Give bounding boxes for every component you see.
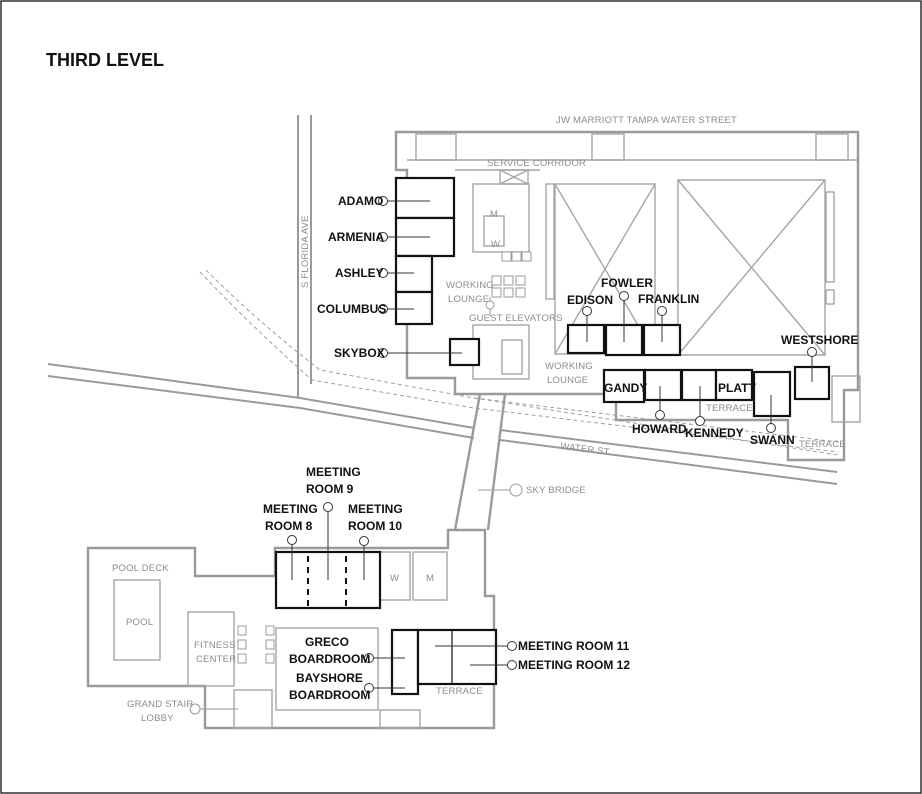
street-florida-label: S FLORIDA AVE — [300, 215, 311, 288]
svg-text:KENNEDY: KENNEDY — [685, 426, 744, 440]
svg-text:MEETING: MEETING — [348, 502, 403, 516]
area-labels: JW MARRIOTT TAMPA WATER STREET S FLORIDA… — [112, 115, 846, 724]
svg-text:COLUMBUS: COLUMBUS — [317, 302, 386, 316]
svg-text:ARMENIA: ARMENIA — [328, 230, 384, 244]
svg-text:CENTER: CENTER — [196, 654, 236, 665]
svg-text:ROOM 10: ROOM 10 — [348, 519, 402, 533]
svg-text:PLATT: PLATT — [718, 381, 756, 395]
lower-building — [86, 528, 496, 730]
svg-text:WESTSHORE: WESTSHORE — [781, 333, 858, 347]
svg-text:BOARDROOM: BOARDROOM — [289, 688, 370, 702]
svg-text:GUEST ELEVATORS: GUEST ELEVATORS — [469, 313, 563, 324]
svg-text:MEETING ROOM 11: MEETING ROOM 11 — [518, 639, 630, 653]
svg-text:FITNESS: FITNESS — [194, 640, 236, 651]
svg-text:ROOM 8: ROOM 8 — [265, 519, 313, 533]
svg-text:SKY BRIDGE: SKY BRIDGE — [526, 485, 586, 496]
svg-text:TERRACE: TERRACE — [799, 439, 846, 450]
svg-text:W: W — [491, 239, 500, 250]
svg-text:POOL: POOL — [126, 617, 153, 628]
roads — [47, 115, 839, 485]
svg-text:ROOM 9: ROOM 9 — [306, 482, 354, 496]
meeting-rooms — [274, 176, 831, 696]
svg-text:SERVICE CORRIDOR: SERVICE CORRIDOR — [487, 158, 586, 169]
meeting-rooms-11-12 — [416, 628, 498, 686]
svg-text:WORKING: WORKING — [545, 361, 593, 372]
kennedy-room — [680, 368, 718, 402]
svg-text:EDISON: EDISON — [567, 293, 613, 307]
room-labels: ADAMO ARMENIA ASHLEY COLUMBUS SKYBOX EDI… — [263, 194, 858, 702]
svg-text:MEETING: MEETING — [263, 502, 318, 516]
map-title: THIRD LEVEL — [46, 50, 164, 70]
svg-text:TERRACE: TERRACE — [436, 686, 483, 697]
svg-text:MEETING ROOM 12: MEETING ROOM 12 — [518, 658, 630, 672]
sky-bridge: SKY BRIDGE — [453, 393, 586, 531]
svg-text:GANDY: GANDY — [604, 381, 647, 395]
svg-text:MEETING: MEETING — [306, 465, 361, 479]
howard-room — [643, 368, 683, 402]
svg-text:FOWLER: FOWLER — [601, 276, 653, 290]
columbus-room — [394, 290, 434, 326]
svg-text:LOUNGE: LOUNGE — [448, 294, 489, 305]
svg-text:TERRACE: TERRACE — [706, 403, 753, 414]
svg-text:ADAMO: ADAMO — [338, 194, 383, 208]
svg-text:BAYSHORE: BAYSHORE — [296, 671, 363, 685]
svg-text:GRAND STAIR: GRAND STAIR — [127, 699, 193, 710]
skybox-room — [448, 337, 481, 367]
ashley-room — [394, 254, 434, 294]
svg-text:SWANN: SWANN — [750, 433, 795, 447]
swann-room — [752, 370, 792, 418]
svg-text:LOUNGE: LOUNGE — [547, 375, 588, 386]
platt-room — [714, 368, 754, 402]
svg-text:FRANKLIN: FRANKLIN — [638, 292, 699, 306]
street-top-label: JW MARRIOTT TAMPA WATER STREET — [556, 115, 737, 126]
svg-text:HOWARD: HOWARD — [632, 422, 687, 436]
svg-text:POOL DECK: POOL DECK — [112, 563, 169, 574]
svg-text:SKYBOX: SKYBOX — [334, 346, 385, 360]
svg-text:BOARDROOM: BOARDROOM — [289, 652, 370, 666]
greco-bayshore-room — [390, 628, 420, 696]
callouts — [189, 196, 817, 715]
svg-text:WORKING: WORKING — [446, 280, 494, 291]
svg-text:LOBBY: LOBBY — [141, 713, 174, 724]
adamo-room — [394, 176, 456, 220]
svg-text:ASHLEY: ASHLEY — [335, 266, 384, 280]
svg-text:GRECO: GRECO — [305, 635, 349, 649]
svg-text:W: W — [390, 573, 399, 584]
svg-text:M: M — [490, 209, 498, 220]
gandy-room — [602, 368, 646, 404]
edison-room — [566, 323, 606, 355]
svg-text:M: M — [426, 573, 434, 584]
